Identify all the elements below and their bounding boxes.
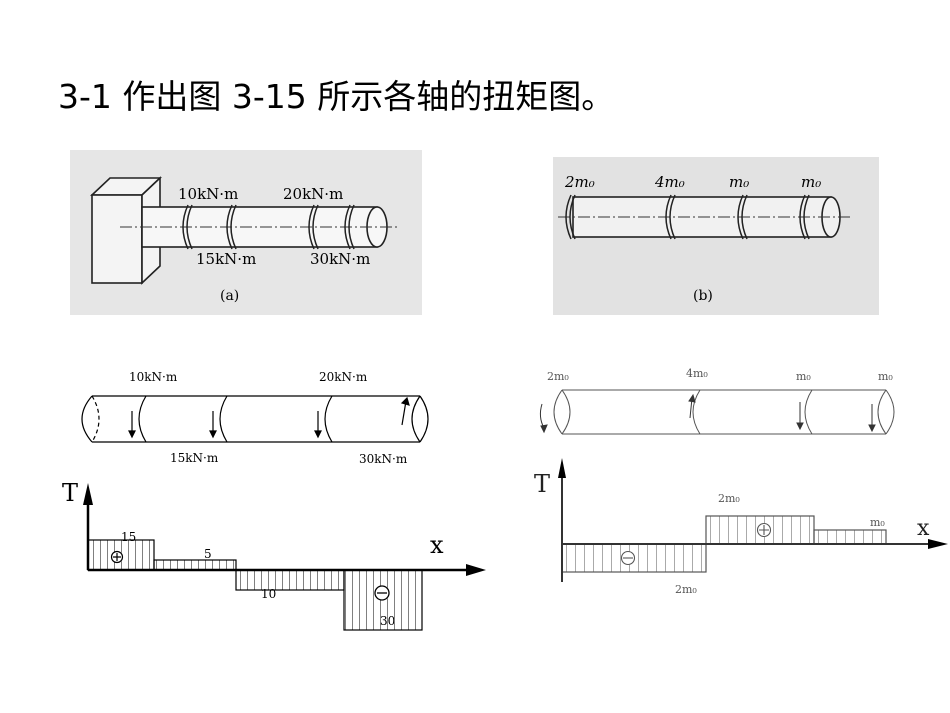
torque-segment-3 <box>813 529 887 545</box>
x-axis-arrow-a <box>466 564 486 576</box>
shaft-a-label-1: 10kN·m <box>129 370 178 384</box>
torque-b-value-m0: m₀ <box>870 516 885 529</box>
scan-a-label-2: 20kN·m <box>283 185 343 203</box>
shaft-a-label-3: 15kN·m <box>170 451 219 465</box>
torque-b-value-pos: 2m₀ <box>718 492 740 505</box>
shaft-b-label-1: 2m₀ <box>547 370 569 383</box>
shaft-diagram-b: 2m₀ 4m₀ m₀ m₀ <box>539 367 895 435</box>
shaft-a-label-4: 30kN·m <box>359 452 408 466</box>
torque-marks-a <box>182 204 355 250</box>
torque-a-value-30: 30 <box>380 614 395 628</box>
scan-a-label-3: 15kN·m <box>196 250 256 268</box>
torque-diagram-b: T x 2m₀ 2m₀ m₀ <box>534 458 948 596</box>
t-axis-label-a: T <box>62 479 78 507</box>
torque-a-bars <box>87 539 423 631</box>
torque-arrows-a <box>128 396 410 439</box>
torque-diagram-a: T x 15 5 10 30 <box>62 479 486 631</box>
minus-sign-b <box>620 550 636 566</box>
torque-b-value-neg: 2m₀ <box>675 583 697 596</box>
plus-sign-b <box>756 522 772 538</box>
plus-sign-a <box>110 550 124 564</box>
scan-figure-b: 2m₀ 4m₀ m₀ m₀ (b) <box>553 157 879 315</box>
torque-a-value-10: 10 <box>261 587 276 601</box>
scan-b-label-3: m₀ <box>729 173 749 191</box>
scan-b-caption: (b) <box>693 288 713 304</box>
problem-title: 3-1 作出图 3-15 所示各轴的扭矩图。 <box>58 77 615 116</box>
torque-segment-2 <box>153 559 237 571</box>
torque-a-value-15: 15 <box>121 530 136 544</box>
scan-a-caption: (a) <box>220 288 239 304</box>
scan-b-label-2: 4m₀ <box>654 173 685 191</box>
x-axis-arrow-b <box>928 539 948 549</box>
torque-segment-3 <box>235 569 345 591</box>
shaft-outline-a <box>81 395 429 443</box>
scan-a-label-1: 10kN·m <box>178 185 238 203</box>
torque-arrows-b <box>539 393 876 434</box>
x-axis-label-b: x <box>917 516 930 541</box>
scan-figure-a: 10kN·m 20kN·m 15kN·m 30kN·m (a) <box>70 150 422 315</box>
shaft-b-label-2: 4m₀ <box>686 367 708 380</box>
minus-sign-a <box>374 585 390 601</box>
t-axis-arrow-b <box>558 458 566 478</box>
scan-b-label-1: 2m₀ <box>564 173 595 191</box>
t-axis-label-b: T <box>534 470 550 498</box>
torque-a-value-5: 5 <box>204 547 212 561</box>
t-axis-arrow-a <box>83 483 93 505</box>
shaft-outline-b <box>553 389 895 435</box>
scan-a-label-4: 30kN·m <box>310 250 370 268</box>
torque-marks-b <box>565 194 810 240</box>
shaft-b-label-3: m₀ <box>796 370 811 383</box>
x-axis-label-a: x <box>430 531 444 559</box>
shaft-b-label-4: m₀ <box>878 370 893 383</box>
shaft-diagram-a: 10kN·m 20kN·m 15kN·m 30kN·m <box>81 370 429 466</box>
scan-b-label-4: m₀ <box>801 173 821 191</box>
shaft-a-label-2: 20kN·m <box>319 370 368 384</box>
